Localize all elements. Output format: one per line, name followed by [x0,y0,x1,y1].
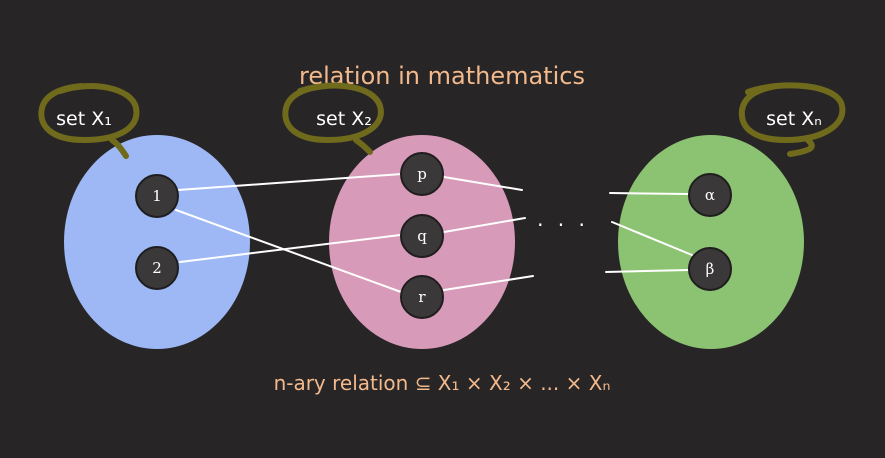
element-node-circle [400,152,444,196]
set-xn-ellipse [618,135,804,349]
set-x1-label: set X₁ [56,108,112,130]
element-node-circle [688,247,732,291]
set-xn-label: set Xₙ [766,108,822,130]
edge-r-ellipsis [443,275,534,291]
element-node: α [688,173,732,217]
set-x2-highlight-mark [282,82,384,155]
element-node: 2 [135,246,179,290]
element-label: β [706,260,715,278]
element-node-circle [135,174,179,218]
element-label: r [418,288,426,306]
element-node: 1 [135,174,179,218]
element-label: q [417,227,427,245]
relation-formula: n-ary relation ⊆ X₁ × X₂ × ... × Xₙ [274,371,611,395]
element-label: p [417,165,427,183]
element-node: q [400,214,444,258]
edge-ellipsis-alpha [609,192,689,195]
element-node: β [688,247,732,291]
element-label: 1 [152,187,162,205]
element-node: r [400,275,444,319]
edge-2-q [179,234,401,263]
element-node-circle [400,275,444,319]
edge-1-r [175,209,402,293]
ellipsis-dots: · · · [537,213,589,237]
edge-ellipsis-beta-2 [605,269,689,273]
edge-ellipsis-beta [611,221,693,256]
element-node-circle [400,214,444,258]
edge-1-p [177,173,403,191]
element-label: 2 [152,259,162,277]
set-xn-highlight-mark [738,82,846,157]
edge-p-ellipsis [443,176,523,191]
element-label: α [705,186,715,204]
edge-q-ellipsis [443,217,526,233]
set-x1-ellipse [64,135,250,349]
set-x1-highlight-mark [38,83,140,159]
element-node: p [400,152,444,196]
set-x2-label: set X₂ [316,108,372,130]
element-node-circle [135,246,179,290]
element-node-circle [688,173,732,217]
